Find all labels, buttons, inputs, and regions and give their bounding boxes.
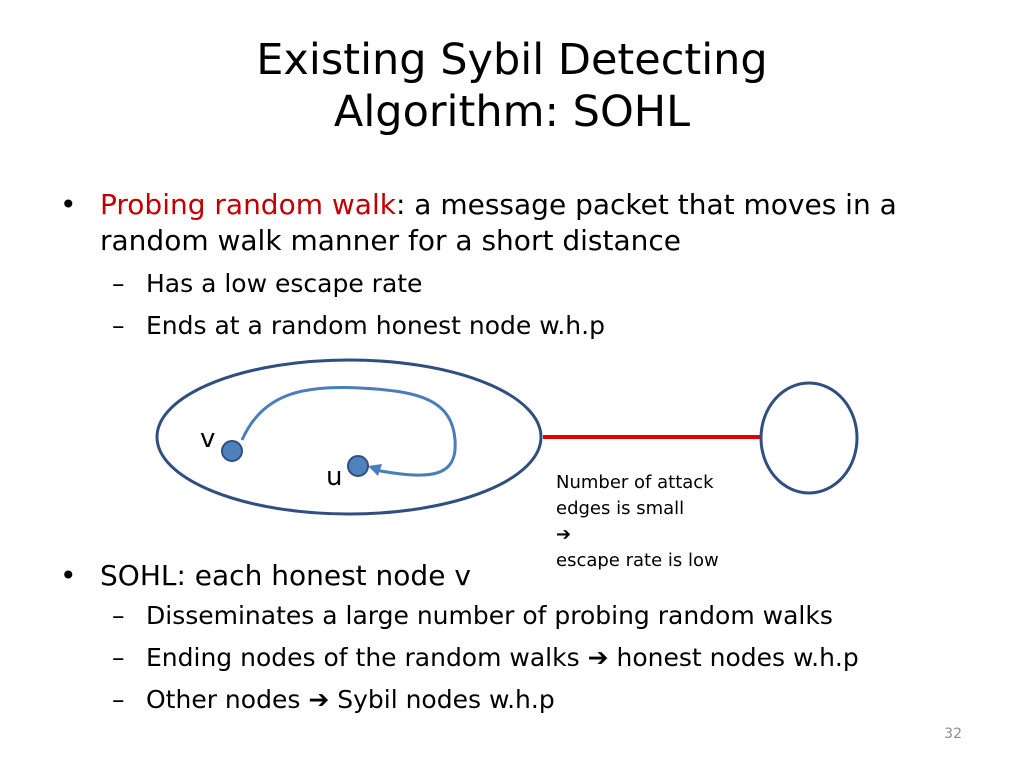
walk-arrowhead	[368, 464, 382, 476]
bullet-sohl: • SOHL: each honest node v	[60, 559, 471, 592]
label-u: u	[326, 462, 343, 492]
page-number: 32	[944, 726, 962, 742]
right-arrow-icon: ➔	[308, 685, 330, 714]
slide-title: Existing Sybil Detecting Algorithm: SOHL	[0, 34, 1024, 138]
label-v: v	[200, 424, 216, 454]
sub-bullet-dash: –	[112, 643, 125, 672]
bullet1-description: : a message packet that moves in a rando…	[100, 188, 897, 257]
sub-bullet-dash: –	[112, 601, 125, 630]
bullet-dot: •	[60, 559, 77, 592]
node-v	[221, 440, 243, 462]
term-probing-random-walk: Probing random walk	[100, 188, 396, 221]
sub-bullet-ends-honest: – Ends at a random honest node w.h.p	[112, 311, 605, 340]
attack-edge-note: Number of attack edges is small➔ escape …	[556, 472, 719, 571]
sub-bullet-other-nodes: – Other nodes ➔ Sybil nodes w.h.p	[112, 685, 555, 714]
sub-bullet-dash: –	[112, 311, 125, 340]
sub-bullet-dash: –	[112, 685, 125, 714]
sybil-region	[759, 381, 859, 495]
right-arrow-icon: ➔	[587, 643, 609, 672]
random-walk-path	[240, 386, 457, 477]
sub-bullet-dash: –	[112, 269, 125, 298]
node-u	[347, 455, 369, 477]
title-line-2: Algorithm: SOHL	[333, 87, 691, 137]
title-line-1: Existing Sybil Detecting	[256, 35, 768, 85]
sub-bullet-low-escape: – Has a low escape rate	[112, 269, 423, 298]
sub-bullet-ending-nodes: – Ending nodes of the random walks ➔ hon…	[112, 643, 859, 672]
right-arrow-icon: ➔	[556, 524, 572, 545]
bullet-dot: •	[60, 188, 77, 221]
bullet-probing-random-walk: • Probing random walk: a message packet …	[60, 187, 960, 259]
sub-bullet-disseminates: – Disseminates a large number of probing…	[112, 601, 833, 630]
